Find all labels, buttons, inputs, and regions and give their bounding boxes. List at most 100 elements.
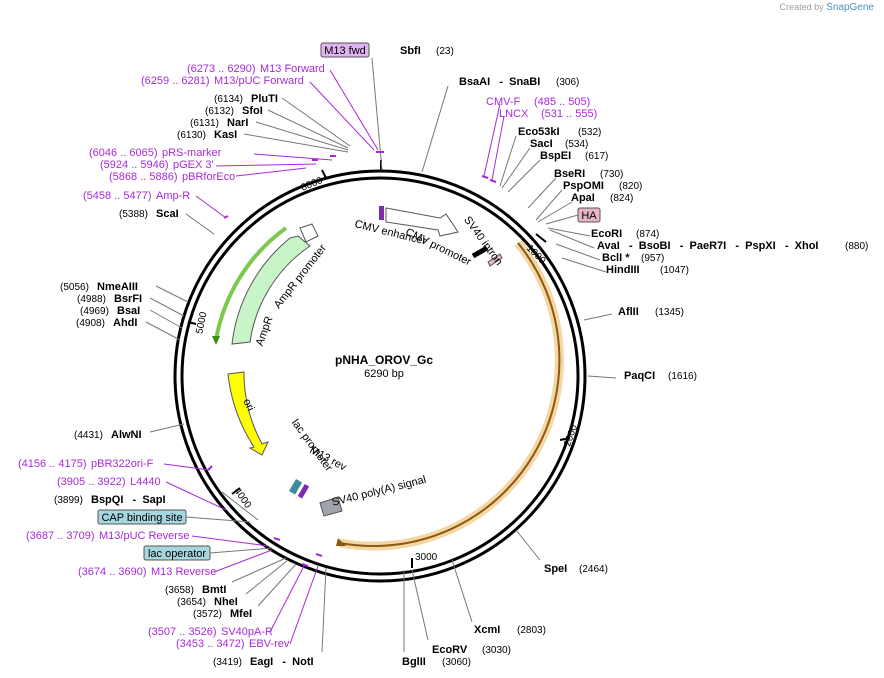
site-pos: (824) [610,193,633,204]
primer-pos: (6046 .. 6065) [89,147,158,159]
primer-prs-marker: (6046 .. 6065) pRS-marker [89,147,222,159]
site-name: BspEI [540,150,571,162]
site-name: EcoRV [432,644,468,656]
m13-fwd-label: M13 fwd [324,45,366,57]
primer-name: LNCX [499,108,529,120]
site-pos: (23) [436,46,454,57]
site-spei: SpeI (2464) [544,563,608,575]
site-name: XcmI [474,624,500,636]
primer-pos: (3674 .. 3690) [78,566,147,578]
site-pos: (5056) [60,282,89,293]
site-name: BsaAI - SnaBI [459,76,540,88]
site-leader-lines [145,57,617,653]
site-name: ScaI [156,208,179,220]
site-pos: (1616) [668,371,697,382]
site-pos: (820) [619,181,642,192]
site-name: SfoI [242,105,263,117]
site-name: NheI [214,596,238,608]
site-pos: (874) [636,229,659,240]
site-saci: SacI (534) [530,138,588,150]
primer-ebv-rev: (3453 .. 3472) EBV-rev [176,638,290,650]
m13-rev-marker [297,483,310,499]
primer-pos: (5924 .. 5946) [100,159,169,171]
site-pos: (2803) [517,625,546,636]
primer-pos: (3453 .. 3472) [176,638,245,650]
primer-name: L4440 [130,476,161,488]
site-pos: (3658) [165,585,194,596]
site-nmeaiii: (5056) NmeAIII [60,281,138,293]
primer-name: CMV-F [486,96,521,108]
site-name: BsaI [117,305,140,317]
site-name: BglII [402,656,426,668]
ha-label: HA [581,210,597,222]
site-pos: (4969) [80,306,109,317]
site-pos: (3899) [54,495,83,506]
site-name: BmtI [202,584,226,596]
insert-arc-core [339,242,561,548]
plasmid-name: pNHA_OROV_Gc [335,353,433,367]
primer-pos: (3905 .. 3922) [57,476,126,488]
primer-pos: (5458 .. 5477) [83,190,152,202]
site-name: NarI [227,117,248,129]
site-bsai: (4969) BsaI [80,305,140,317]
site-pos: (880) [845,241,868,252]
primer-pos: (3507 .. 3526) [148,626,217,638]
feature-label-ampr: AmpR [254,315,276,348]
site-pos: (4988) [77,294,106,305]
site-ahdi: (4908) AhdI [76,317,137,329]
site-sfoi: (6132) SfoI [205,105,263,117]
primer-l4440: (3905 .. 3922) L4440 [57,476,161,488]
site-psppomi: PspOMI (820) [563,180,642,192]
tick-label-3000: 3000 [415,552,438,563]
site-bspqi-sapi: (3899) BspQI - SapI [54,494,166,506]
site-alwni: (4431) AlwNI [74,429,142,441]
primer-pos: (4156 .. 4175) [18,458,87,470]
ha-leader [545,214,579,225]
site-name: PspOMI [563,180,604,192]
site-hindiii: HindIII (1047) [606,264,689,276]
site-pos: (617) [585,151,608,162]
primer-pos: (6273 .. 6290) [187,63,256,75]
snapgene-logo: SnapGene [826,2,874,13]
backbone-inner-ring [180,176,580,576]
site-eco53ki: Eco53kI (532) [518,126,601,138]
ori-arrow [227,371,269,456]
site-nari: (6131) NarI [190,117,248,129]
site-pos: (3419) [213,657,242,668]
primer-name: pGEX 3' [173,159,214,171]
site-eagi-noti: (3419) EagI - NotI [213,656,314,668]
site-bcli: BclI * (957) [602,252,664,264]
site-bglii: BglII (3060) [402,656,471,668]
tick-label-4000: 4000 [231,486,253,511]
site-name: MfeI [230,608,252,620]
primer-cmv-f: CMV-F (485 .. 505) [486,96,590,108]
site-name: AvaI - BsoBI - PaeR7I - PspXI - XhoI [597,240,818,252]
primer-leader-lines [163,69,505,645]
credit-label: Created by SnapGene [779,2,874,13]
cap-binding-label: CAP binding site [101,512,182,524]
primer-name: SV40pA-R [221,626,273,638]
site-name: EagI - NotI [250,656,314,668]
site-scai: (5388) ScaI [119,208,179,220]
site-paqci: PaqCI (1616) [624,370,697,382]
ampr-small-box [299,223,319,243]
site-pos: (6131) [190,118,219,129]
site-avai-group: AvaI - BsoBI - PaeR7I - PspXI - XhoI (88… [597,240,868,252]
site-name: ApaI [571,192,595,204]
site-name: BspQI - SapI [91,494,166,506]
m13-fwd-box [320,42,370,58]
lac-operator-label: lac operator [148,548,206,560]
site-pos: (3654) [177,597,206,608]
feature-label-cmv-promoter: CMV promoter [403,226,473,268]
insert-arrowhead [336,538,346,546]
site-pos: (3572) [193,609,222,620]
cmv-enhancer-arrow [385,207,459,237]
primer-name: pBRforEco [182,171,235,183]
site-name: NmeAIII [97,281,138,293]
site-kasi: (6130) KasI [177,129,237,141]
ampr-promoter-arrowhead [212,336,220,345]
site-pos: (6132) [205,106,234,117]
primer-m13-puc-reverse: (3687 .. 3709) M13/pUC Reverse [26,530,189,542]
plasmid-length: 6290 bp [364,368,404,380]
sv40-intron-marker [487,253,503,267]
